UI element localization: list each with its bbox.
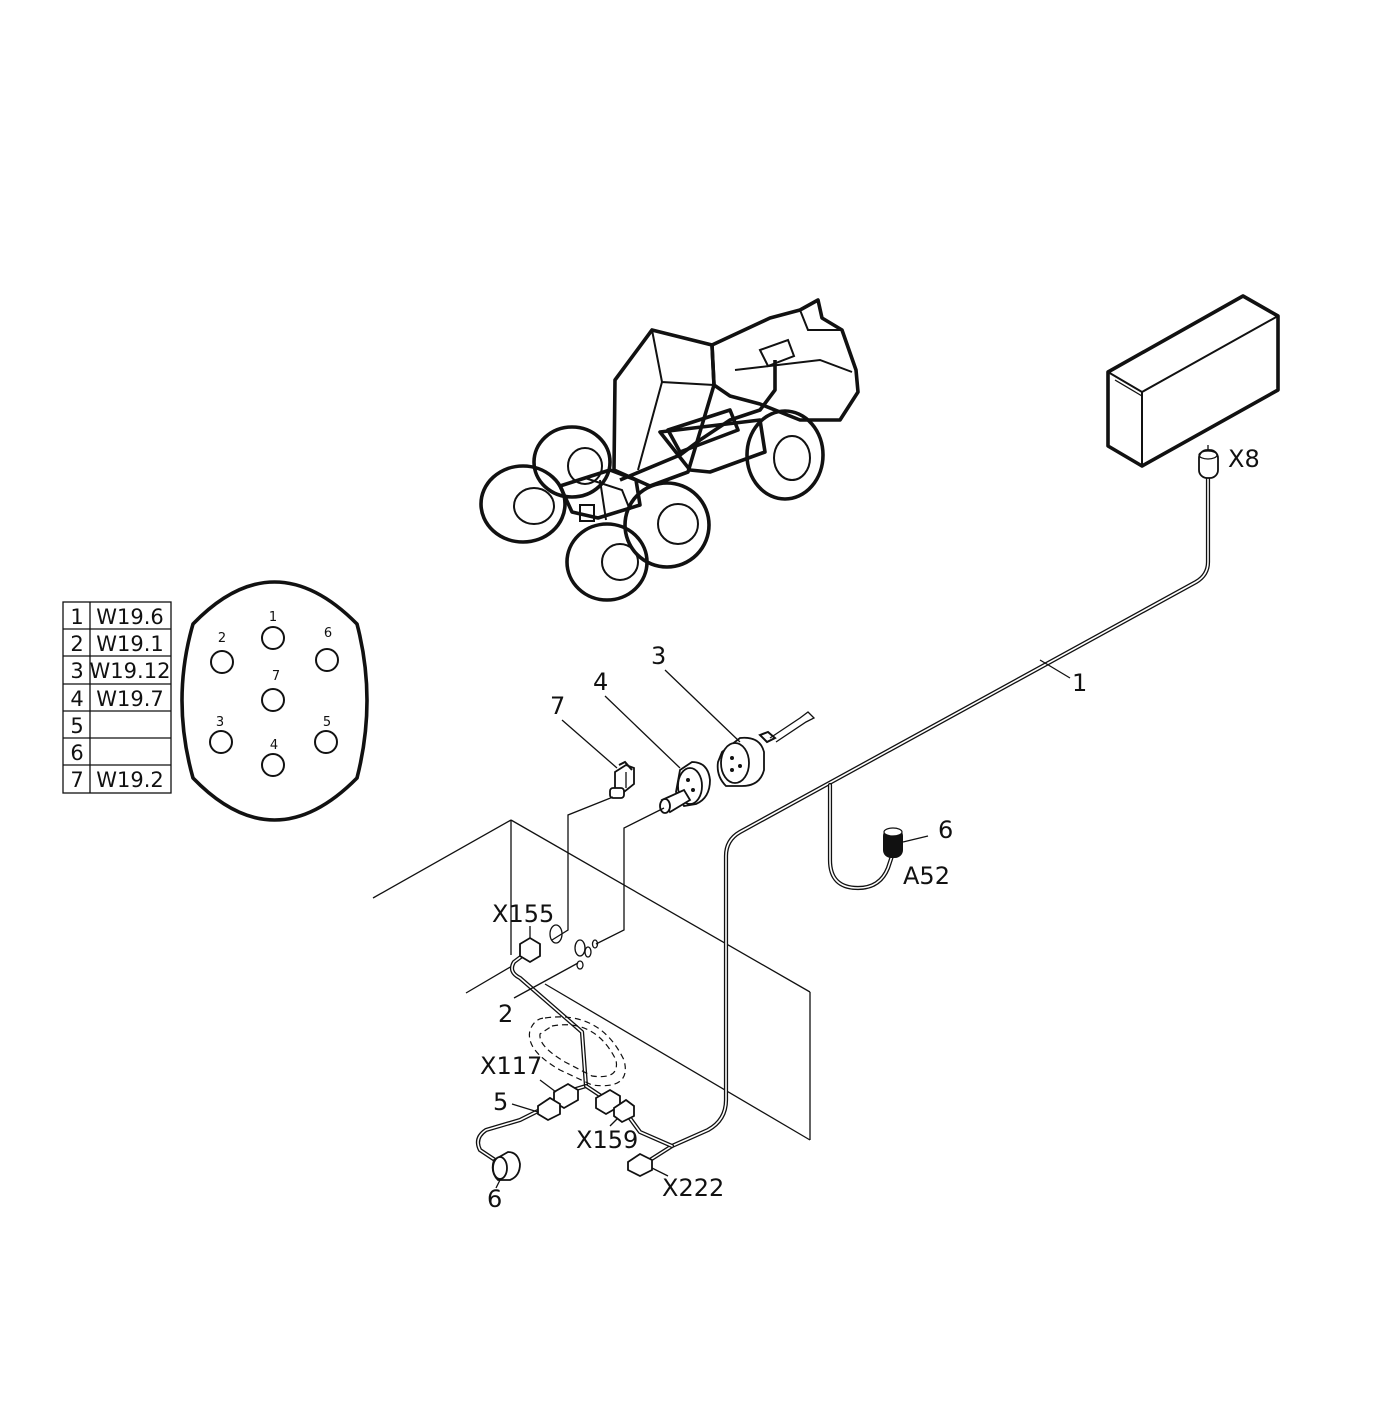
pin-table: 1 W19.6 2 W19.1 3 W19.12 4 W19.7 5 6 7 W… <box>62 601 172 794</box>
pin-table-row-3-wire: W19.12 <box>90 659 171 683</box>
machine-overview <box>479 298 860 602</box>
part-routing-lines <box>551 796 665 945</box>
item-6-lower-sensor <box>491 1151 521 1189</box>
pin-2-label: 2 <box>218 631 226 646</box>
pin-table-row-3-pin: 3 <box>70 659 83 683</box>
label-a52: A52 <box>903 862 950 890</box>
pin-7-label: 7 <box>272 669 280 684</box>
pin-2-socket <box>210 650 234 674</box>
pin-table-row-6-pin: 6 <box>70 741 83 765</box>
pin-5-label: 5 <box>323 715 331 730</box>
label-item-6-upper: 6 <box>938 816 953 844</box>
x222-connector <box>627 1152 669 1178</box>
pin-table-row-4-wire: W19.7 <box>96 687 164 711</box>
label-x155: X155 <box>492 900 554 928</box>
label-item-3: 3 <box>651 642 666 670</box>
x8-connector <box>1198 445 1219 479</box>
part-3-plug <box>716 711 816 787</box>
pin-4-label: 4 <box>270 738 278 753</box>
branch-harness <box>475 924 626 1165</box>
mounting-panel <box>372 819 811 1141</box>
pin-5-socket <box>314 730 338 754</box>
pin-table-row-5-pin: 5 <box>70 714 83 738</box>
label-x159: X159 <box>576 1126 638 1154</box>
pin-7-socket <box>261 688 285 712</box>
pin-6-socket <box>315 648 339 672</box>
label-item-5: 5 <box>493 1088 508 1116</box>
x155-connector <box>519 926 541 964</box>
pin-table-row-7-pin: 7 <box>70 768 83 792</box>
pin-table-row-2-pin: 2 <box>70 632 83 656</box>
label-item-4: 4 <box>593 668 608 696</box>
pin-6-label: 6 <box>324 626 332 641</box>
callout-leaders <box>513 659 1071 999</box>
main-cable <box>621 475 1211 1163</box>
connector-face: 1 2 6 7 3 5 4 <box>180 580 369 822</box>
control-box <box>1106 294 1280 468</box>
item-5-connector <box>511 1096 561 1122</box>
pin-3-label: 3 <box>216 715 224 730</box>
pin-4-socket <box>261 753 285 777</box>
pin-table-row-1-wire: W19.6 <box>96 605 164 629</box>
label-item-2: 2 <box>498 1000 513 1028</box>
x117-connector <box>539 1079 579 1110</box>
pin-table-row-7-wire: W19.2 <box>96 768 164 792</box>
pin-1-socket <box>261 626 285 650</box>
callout-labels: X8 1 3 4 7 6 A52 X155 2 X117 5 X159 X222… <box>480 445 1260 1213</box>
pin-3-socket <box>209 730 233 754</box>
part-4-socket <box>659 761 711 814</box>
label-item-7: 7 <box>550 692 565 720</box>
pin-table-row-2-wire: W19.1 <box>96 632 164 656</box>
pin-table-row-4-pin: 4 <box>70 687 83 711</box>
label-x222: X222 <box>662 1174 724 1202</box>
label-x8: X8 <box>1228 445 1260 473</box>
part-7-fitting <box>609 760 635 799</box>
pin-table-row-1-pin: 1 <box>70 605 83 629</box>
label-item-1: 1 <box>1072 669 1087 697</box>
x159-connector <box>609 1098 635 1127</box>
pin-1-label: 1 <box>269 610 277 625</box>
label-item-6-lower: 6 <box>487 1185 502 1213</box>
a52-sensor <box>883 827 929 858</box>
label-x117: X117 <box>480 1052 542 1080</box>
